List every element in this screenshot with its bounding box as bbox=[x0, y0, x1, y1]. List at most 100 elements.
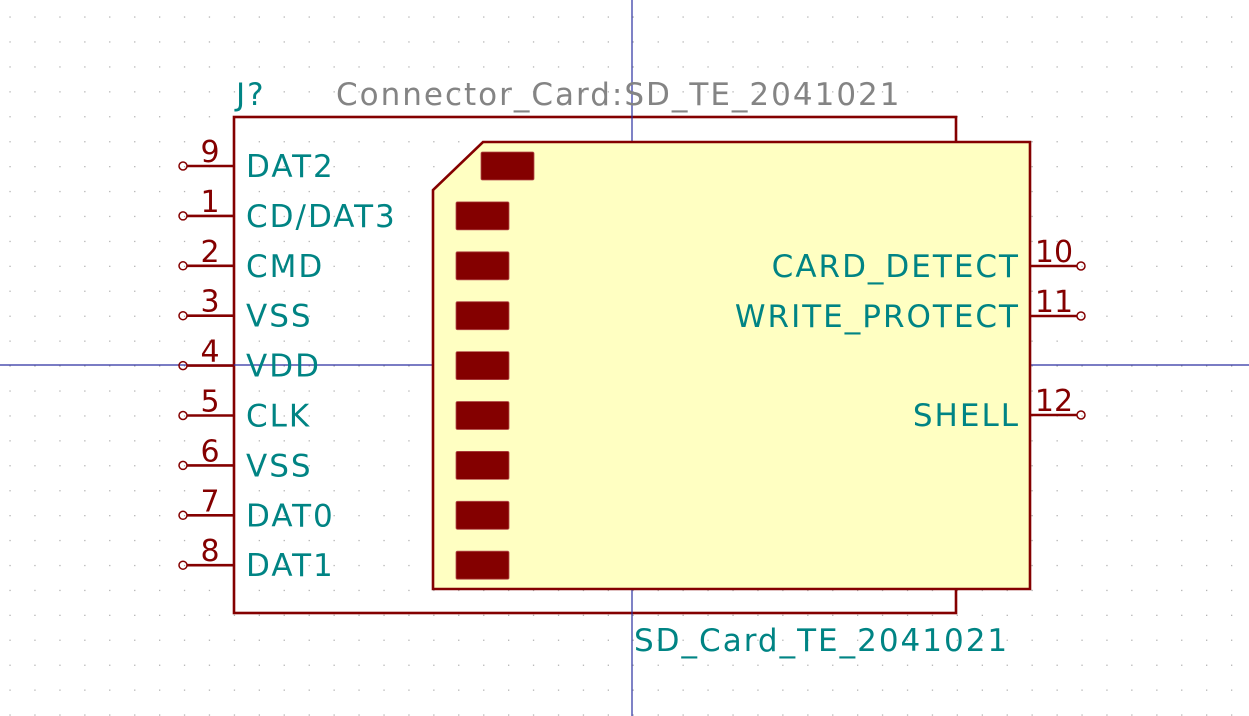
pin-connection-point[interactable] bbox=[178, 560, 188, 570]
grid-dot bbox=[1131, 340, 1133, 342]
pin-connection-point[interactable] bbox=[1076, 410, 1086, 420]
grid-dot bbox=[1006, 664, 1008, 666]
grid-dot bbox=[1156, 365, 1158, 367]
pin-name: WRITE_PROTECT bbox=[735, 299, 1020, 335]
grid-dot bbox=[1031, 465, 1033, 467]
grid-dot bbox=[1156, 539, 1158, 542]
grid-dot bbox=[981, 614, 983, 616]
grid-dot bbox=[657, 16, 659, 18]
grid-dot bbox=[1031, 365, 1033, 367]
grid-dot bbox=[1231, 141, 1233, 143]
grid-dot bbox=[408, 365, 410, 367]
grid-dot bbox=[1156, 166, 1158, 168]
grid-dot bbox=[1181, 141, 1183, 143]
grid-dot bbox=[9, 66, 11, 68]
grid-dot bbox=[408, 265, 410, 267]
pin-connection-point[interactable] bbox=[178, 410, 188, 421]
grid-dot bbox=[283, 689, 285, 691]
grid-dot bbox=[183, 215, 186, 218]
grid-dot bbox=[981, 689, 983, 691]
grid-dot bbox=[757, 689, 759, 691]
grid-dot bbox=[557, 639, 560, 641]
grid-dot bbox=[333, 41, 335, 43]
pin-number: 6 bbox=[200, 434, 219, 469]
pin-connection-point[interactable] bbox=[178, 211, 188, 221]
grid-dot bbox=[208, 664, 211, 666]
grid-dot bbox=[258, 290, 260, 292]
symbol-value[interactable]: SD_Card_TE_2041021 bbox=[634, 623, 1009, 659]
grid-dot bbox=[1231, 689, 1233, 691]
grid-dot bbox=[732, 16, 734, 18]
grid-dot bbox=[84, 215, 86, 218]
grid-dot bbox=[183, 315, 186, 317]
pin-connection-point[interactable] bbox=[1076, 261, 1086, 271]
pin-connection-point[interactable] bbox=[178, 161, 188, 171]
grid-dot bbox=[782, 589, 784, 592]
grid-dot bbox=[1056, 166, 1058, 168]
grid-dot bbox=[109, 365, 111, 367]
grid-dot bbox=[1031, 440, 1033, 442]
grid-dot bbox=[34, 290, 36, 292]
grid-dot bbox=[1081, 614, 1083, 616]
grid-dot bbox=[657, 41, 659, 43]
grid-dot bbox=[707, 91, 709, 93]
grid-dot bbox=[109, 440, 111, 442]
pin-connection-point[interactable] bbox=[178, 310, 188, 321]
pin-connection-point[interactable] bbox=[1076, 311, 1086, 321]
card-contacts bbox=[455, 151, 535, 580]
pin-number: 12 bbox=[1035, 384, 1073, 419]
grid-dot bbox=[1106, 166, 1108, 168]
grid-dot bbox=[1206, 365, 1208, 367]
grid-dot bbox=[333, 190, 335, 193]
grid-dot bbox=[1181, 315, 1183, 317]
grid-dot bbox=[1106, 215, 1108, 218]
library-id[interactable]: Connector_Card:SD_TE_2041021 bbox=[336, 77, 902, 113]
grid-dot bbox=[931, 714, 934, 716]
pin-connection-point[interactable] bbox=[178, 261, 188, 271]
grid-dot bbox=[607, 614, 609, 616]
grid-dot bbox=[59, 265, 61, 267]
grid-dot bbox=[1081, 664, 1083, 666]
grid-dot bbox=[159, 141, 161, 143]
grid-dot bbox=[881, 664, 884, 666]
pin-connection-point[interactable] bbox=[178, 460, 188, 471]
grid-dot bbox=[183, 415, 186, 417]
grid-dot bbox=[258, 340, 260, 342]
grid-dot bbox=[632, 16, 634, 18]
pin-connection-point[interactable] bbox=[178, 510, 188, 521]
grid-dot bbox=[483, 66, 485, 68]
grid-dot bbox=[707, 589, 709, 592]
grid-dot bbox=[832, 589, 834, 592]
grid-dot bbox=[333, 240, 335, 243]
grid-dot bbox=[807, 91, 809, 93]
grid-dot bbox=[433, 614, 435, 616]
pin-connection-point[interactable] bbox=[178, 360, 188, 371]
grid-dot bbox=[1006, 41, 1008, 43]
grid-dot bbox=[1206, 564, 1208, 567]
grid-dot bbox=[283, 315, 285, 317]
grid-dot bbox=[308, 415, 310, 417]
grid-dot bbox=[483, 664, 485, 666]
grid-dot bbox=[682, 639, 684, 641]
grid-dot bbox=[1156, 614, 1158, 616]
grid-dot bbox=[1081, 440, 1083, 442]
grid-dot bbox=[84, 465, 86, 467]
grid-dot bbox=[1056, 141, 1058, 143]
reference-designator[interactable]: J? bbox=[234, 77, 266, 113]
grid-dot bbox=[1206, 141, 1208, 143]
sd-card-body[interactable] bbox=[431, 140, 1032, 591]
grid-dot bbox=[134, 490, 136, 492]
